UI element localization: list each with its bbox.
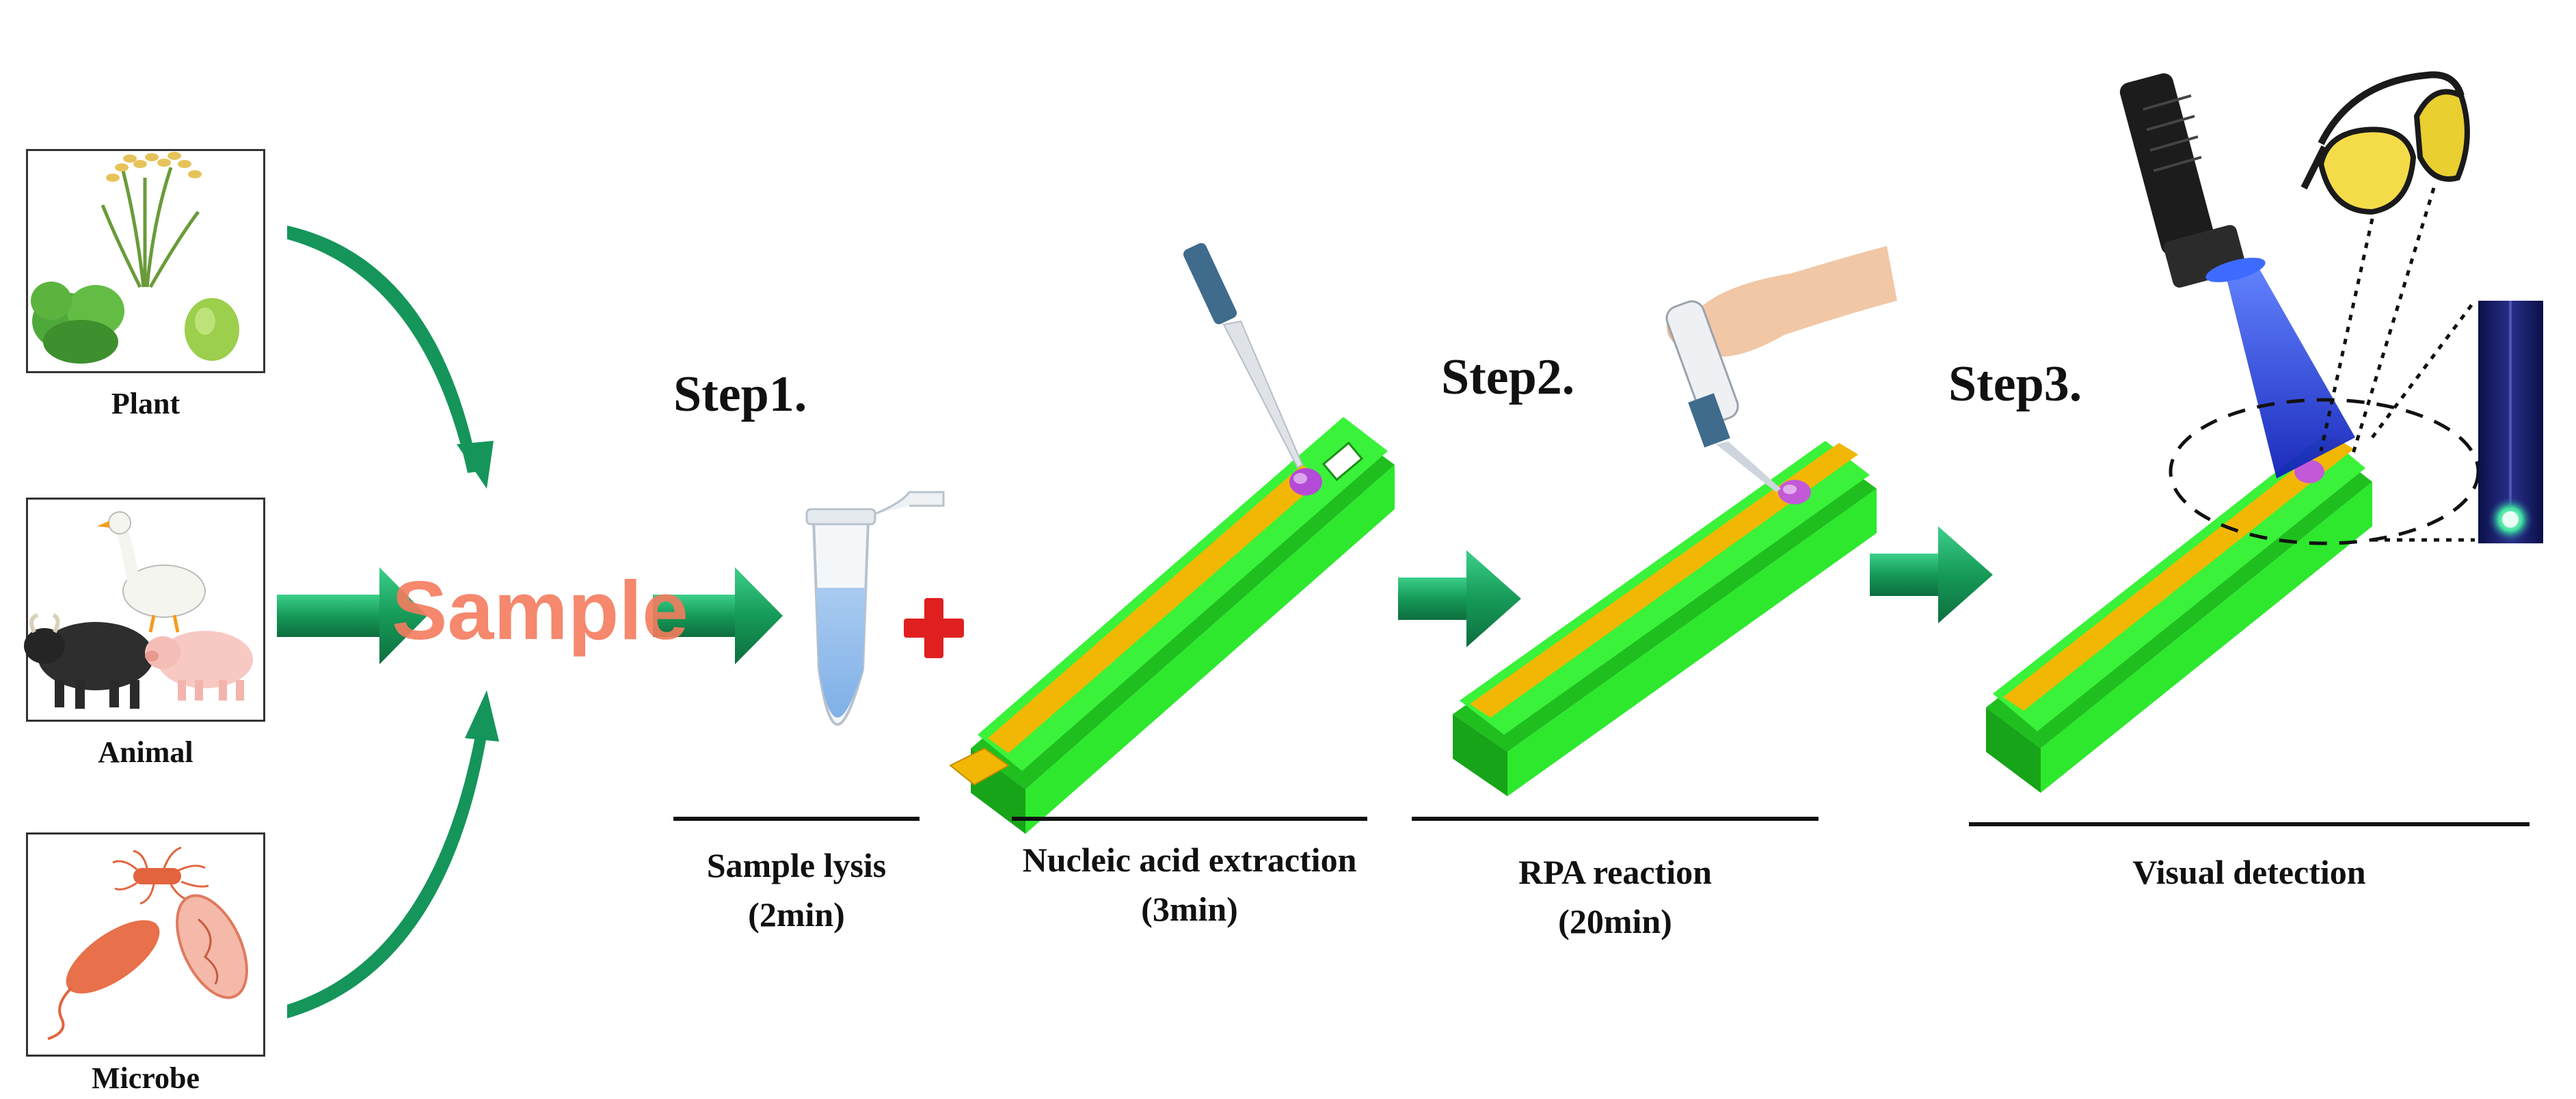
- microbe-label: Microbe: [91, 1061, 200, 1095]
- lysis-time: (2min): [748, 895, 845, 934]
- step2-to-step3-arrow: [1870, 526, 1993, 623]
- step1-heading: Step1.: [673, 366, 807, 422]
- extraction-name: Nucleic acid extraction: [1022, 841, 1357, 879]
- rpa-rule: [1412, 817, 1819, 821]
- lysis-name: Sample lysis: [706, 846, 887, 884]
- sample-label: Sample: [392, 564, 688, 657]
- extraction-time: (3min): [1141, 890, 1238, 928]
- microcentrifuge-tube-icon: [805, 491, 945, 727]
- rpa-caption: RPA reaction (20min): [1412, 847, 1819, 946]
- plant-illustration-icon: [31, 152, 239, 364]
- animal-illustration-icon: [24, 511, 253, 709]
- plant-curved-arrow: [287, 226, 479, 473]
- pipette-icon: [1665, 246, 1897, 492]
- extraction-device-icon: [949, 417, 1395, 834]
- visual-rule: [1969, 822, 2530, 826]
- step3-heading: Step3.: [1948, 356, 2082, 412]
- lysis-caption: Sample lysis (2min): [673, 841, 920, 939]
- extraction-rule: [1012, 817, 1367, 821]
- microbe-curved-arrow-head: [465, 690, 499, 742]
- plant-label: Plant: [111, 387, 180, 420]
- lysis-rule: [673, 817, 920, 821]
- goggle-sightlines: [2319, 187, 2436, 459]
- microbe-curved-arrow: [287, 718, 489, 1018]
- plus-icon: [904, 598, 964, 658]
- step2-heading: Step2.: [1441, 349, 1575, 405]
- flashlight-icon: [2119, 73, 2266, 288]
- fluorescence-result-inset: [2478, 301, 2543, 543]
- uv-light-beam: [2225, 263, 2355, 478]
- step1-to-step2-arrow: [1398, 550, 1521, 647]
- rpa-name: RPA reaction: [1518, 853, 1712, 891]
- zoom-lines: [2371, 299, 2476, 542]
- goggles-icon: [2300, 71, 2470, 215]
- extraction-caption: Nucleic acid extraction (3min): [984, 835, 1395, 934]
- rpa-device-icon: [1453, 441, 1877, 796]
- animal-to-sample-arrow: [277, 567, 427, 664]
- rpa-time: (20min): [1558, 902, 1672, 940]
- microbe-illustration-icon: [47, 846, 248, 1040]
- visual-caption: Visual detection: [2132, 853, 2366, 891]
- sample-to-lysis-arrow: [653, 567, 783, 664]
- detection-device-icon: [1986, 434, 2372, 793]
- animal-label: Animal: [98, 735, 193, 769]
- source-arrows: [287, 226, 499, 1018]
- plant-curved-arrow-head: [457, 441, 494, 489]
- pipette-tip-icon: [1183, 243, 1304, 469]
